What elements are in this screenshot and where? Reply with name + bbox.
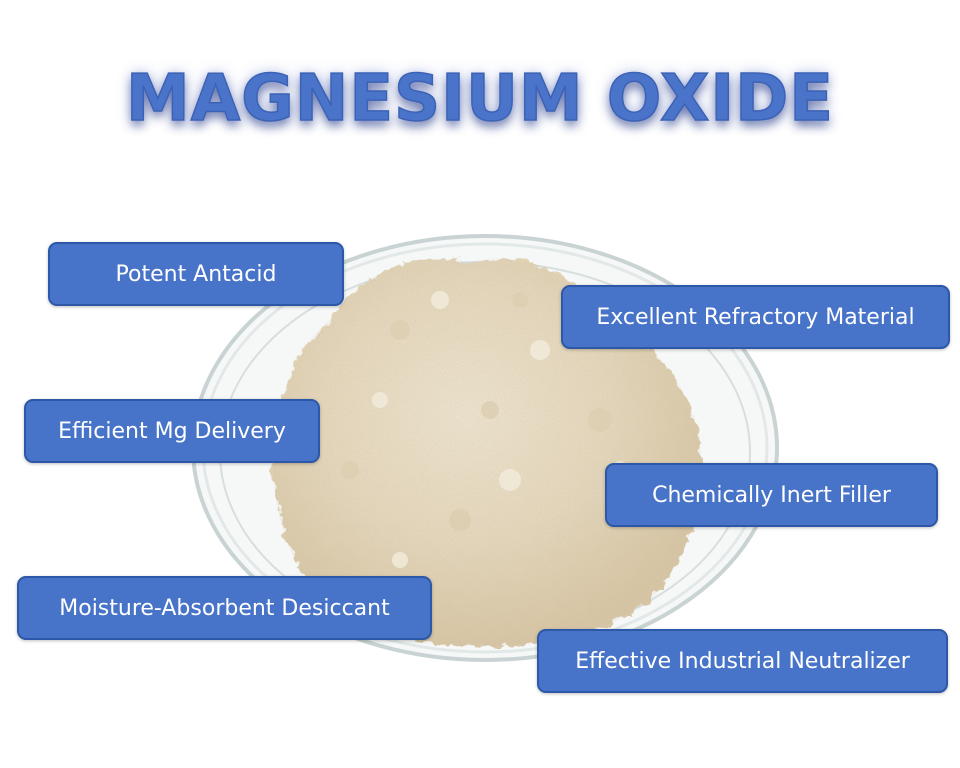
label-inert-filler: Chemically Inert Filler — [605, 463, 938, 527]
label-desiccant: Moisture-Absorbent Desiccant — [17, 576, 432, 640]
label-refractory-material: Excellent Refractory Material — [561, 285, 950, 349]
label-mg-delivery: Efficient Mg Delivery — [24, 399, 320, 463]
label-neutralizer: Effective Industrial Neutralizer — [537, 629, 948, 693]
label-potent-antacid: Potent Antacid — [48, 242, 344, 306]
page-title: MAGNESIUM OXIDE — [125, 61, 834, 137]
